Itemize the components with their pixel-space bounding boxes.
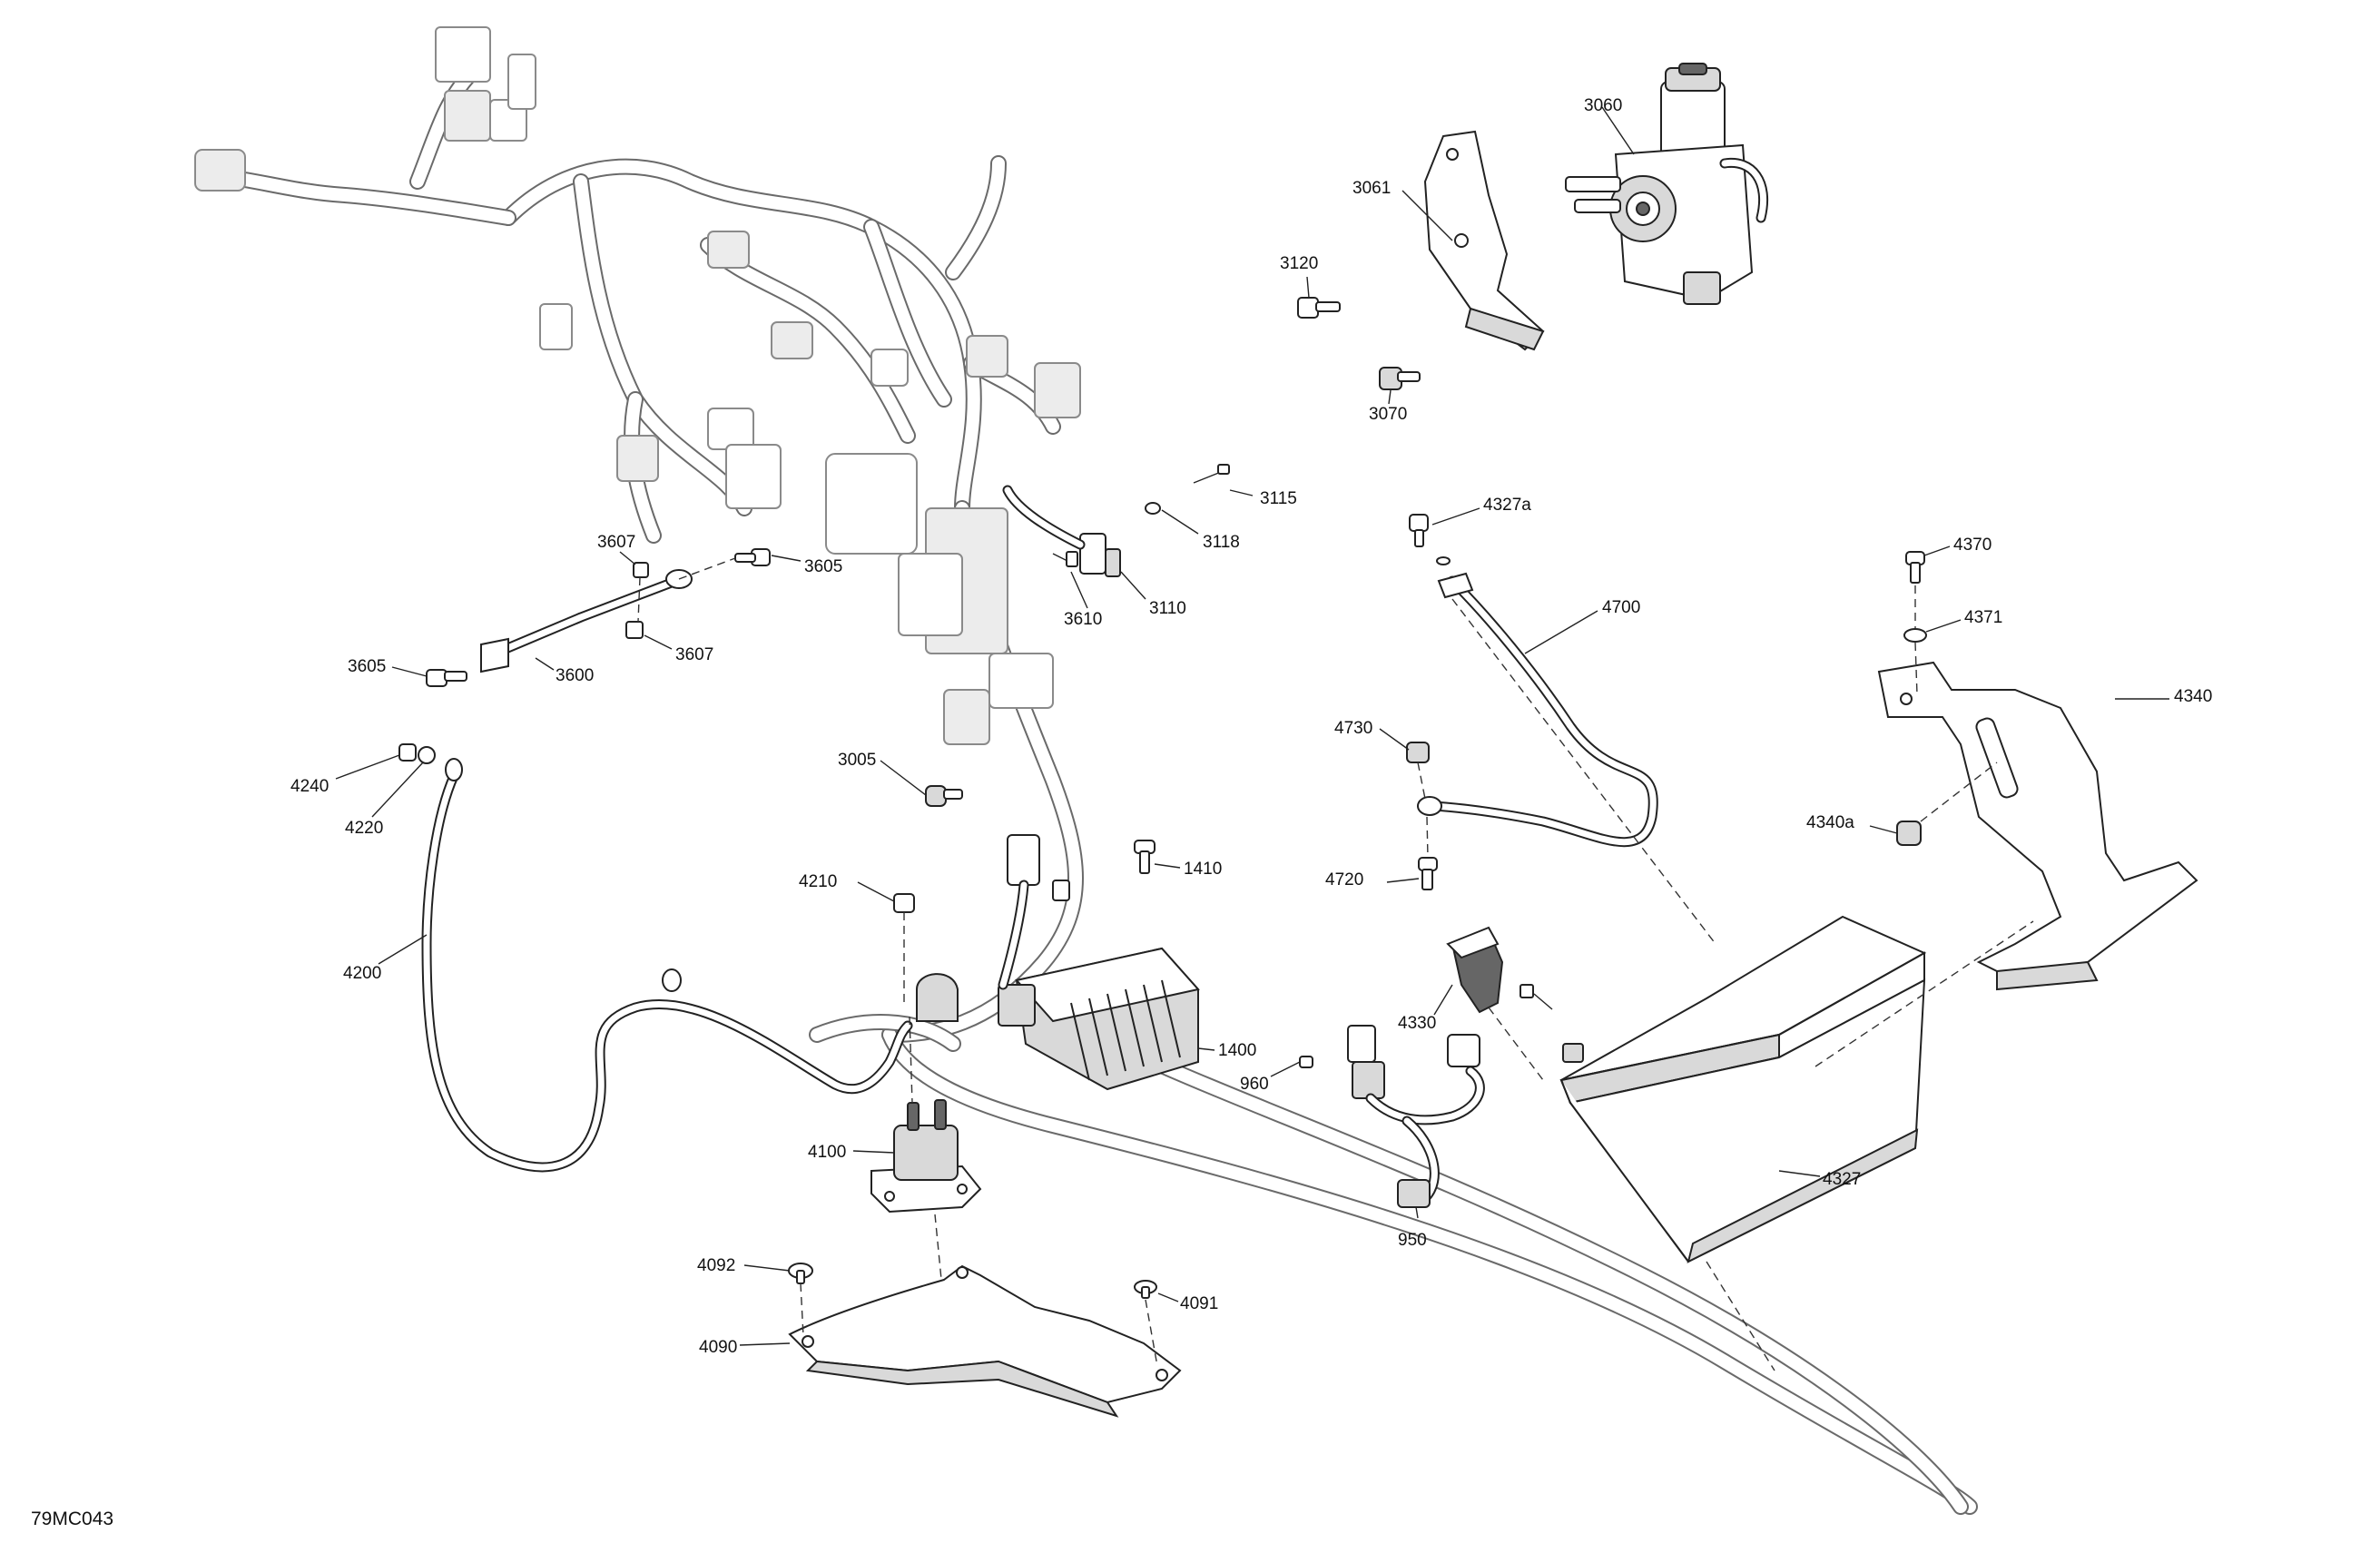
- callout-3118: 3118: [1203, 533, 1240, 552]
- callout-1400: 1400: [1218, 1041, 1256, 1060]
- nut-4730: [1406, 742, 1430, 763]
- callout-3610: 3610: [1064, 610, 1102, 629]
- battery-cable-4200: [421, 758, 913, 1173]
- leader-lines: [335, 106, 2169, 1346]
- battery-4327: [1559, 915, 1927, 1263]
- callout-4330: 4330: [1398, 1014, 1436, 1033]
- ground-cable-3600: [480, 569, 693, 673]
- callout-4327: 4327: [1823, 1170, 1861, 1189]
- washer-4371: [1903, 628, 1927, 643]
- screw-960: [1299, 1056, 1313, 1068]
- callout-3110: 3110: [1149, 599, 1186, 618]
- callout-3605-left: 3605: [348, 657, 386, 676]
- callout-3005: 3005: [838, 751, 876, 770]
- callout-950: 950: [1398, 1231, 1427, 1250]
- callout-3070: 3070: [1369, 405, 1407, 424]
- washer-4220: [418, 746, 436, 764]
- sensor-harness-950: [1347, 1025, 1485, 1208]
- nut-3607-top: [633, 562, 649, 578]
- rivet-4092: [788, 1263, 813, 1284]
- bolt-4720: [1418, 857, 1438, 890]
- callout-labels: 3060 3061 3120 3070 3115 3118 3110 3610 …: [31, 96, 2212, 1529]
- washer-3118: [1145, 502, 1161, 515]
- switch-3110: [1002, 485, 1121, 577]
- callout-4220: 4220: [345, 819, 383, 838]
- bolt-3070: [1379, 367, 1421, 390]
- callout-4090: 4090: [699, 1338, 737, 1357]
- callout-4100: 4100: [808, 1143, 846, 1162]
- callout-4340a: 4340a: [1806, 813, 1854, 832]
- callout-4371: 4371: [1964, 608, 2002, 627]
- callout-4340: 4340: [2174, 687, 2212, 706]
- screw-3115: [1193, 464, 1230, 484]
- callout-3060: 3060: [1584, 96, 1622, 115]
- callout-4730: 4730: [1334, 719, 1372, 738]
- callout-3600: 3600: [556, 666, 594, 685]
- callout-3120: 3120: [1280, 254, 1318, 273]
- actuator-motor-3060: [1565, 63, 1769, 305]
- battery-bracket-4340: [1877, 661, 2198, 991]
- screw-3610: [1052, 551, 1078, 567]
- callout-4091: 4091: [1180, 1294, 1218, 1313]
- nut-4240: [398, 743, 417, 762]
- callout-4370: 4370: [1953, 536, 1992, 555]
- bolt-1410: [1134, 840, 1156, 874]
- main-wiring-harness: [194, 26, 1978, 1515]
- cap-connector: [916, 973, 959, 1022]
- bolt-4327a: [1409, 514, 1451, 565]
- callout-4700: 4700: [1602, 598, 1640, 617]
- bolt-3120: [1297, 297, 1341, 319]
- callout-3115: 3115: [1260, 489, 1297, 508]
- nut-4210: [893, 893, 915, 913]
- rivet-4091: [1134, 1280, 1157, 1299]
- callout-960: 960: [1240, 1075, 1269, 1094]
- bolt-3605-left: [426, 669, 467, 687]
- solenoid-tray-4090: [788, 1264, 1182, 1418]
- callout-4200: 4200: [343, 964, 381, 983]
- callout-3605-right: 3605: [804, 557, 842, 576]
- nut-3607-bottom: [625, 621, 644, 639]
- diagram-id: 79MC043: [31, 1509, 113, 1529]
- callout-4720: 4720: [1325, 870, 1363, 889]
- callout-4327a: 4327a: [1483, 496, 1531, 515]
- callout-3607-bottom: 3607: [675, 645, 713, 664]
- callout-3607-top: 3607: [597, 533, 635, 552]
- callout-3061: 3061: [1352, 179, 1391, 198]
- bracket-3061: [1423, 130, 1545, 351]
- nut-4340a: [1896, 821, 1922, 846]
- terminal-cover-4330: [1446, 926, 1504, 1014]
- starter-solenoid-4100: [870, 1099, 982, 1214]
- regulator-connector: [998, 834, 1070, 990]
- callout-4092: 4092: [697, 1256, 735, 1275]
- grommet-3005: [925, 785, 963, 807]
- screw-4330: [1519, 984, 1553, 1010]
- bolt-3605-right: [734, 548, 771, 566]
- voltage-regulator-1400: [998, 947, 1200, 1091]
- bolt-4370: [1905, 551, 1925, 584]
- ground-cable-4700: [1417, 572, 1658, 848]
- callout-4210: 4210: [799, 872, 837, 891]
- callout-1410: 1410: [1184, 860, 1222, 879]
- callout-4240: 4240: [290, 777, 329, 796]
